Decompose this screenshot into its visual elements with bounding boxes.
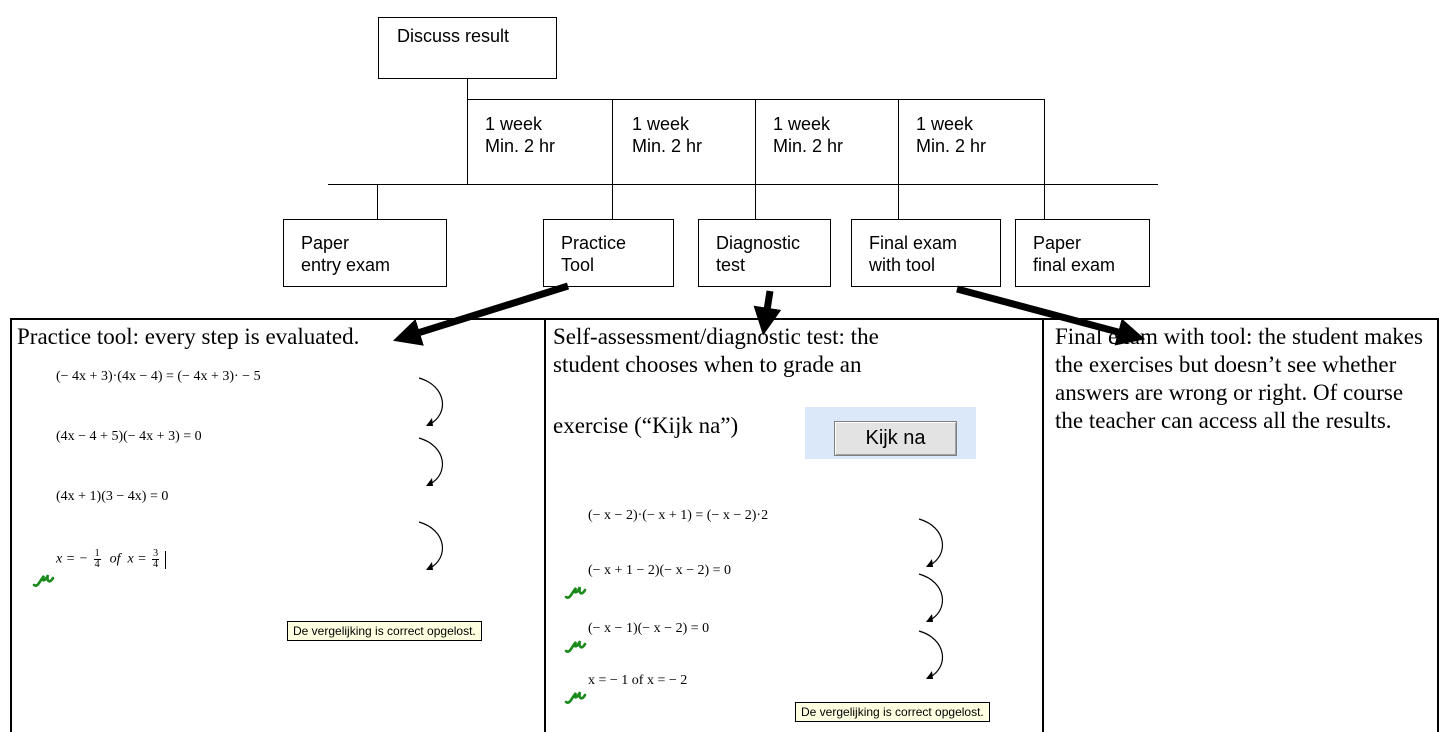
diagnostic-caption-line-3: exercise (“Kijk na”): [553, 413, 739, 438]
step-loop-icon: [418, 437, 444, 486]
discuss-result-box: Discuss result: [378, 17, 557, 79]
duration-divider: [612, 99, 613, 184]
connector-top-vertical: [467, 78, 468, 184]
stage-diagnostic-test: Diagnostic test: [698, 219, 831, 287]
practice-step-3: (4x + 1)(3 − 4x) = 0: [56, 489, 169, 504]
practice-panel: [10, 318, 545, 732]
stage-connector: [898, 185, 899, 219]
final-panel: [1042, 318, 1439, 732]
check-icon: [564, 586, 587, 599]
diagnostic-step-1: (− x − 2)·(− x + 1) = (− x − 2)·2: [588, 508, 769, 523]
duration-label: 1 week Min. 2 hr: [485, 114, 556, 156]
stage-connector: [1044, 185, 1045, 219]
check-icon: [564, 640, 587, 653]
diagnostic-feedback-tooltip: De vergelijking is correct opgelost.: [795, 702, 990, 722]
diagnostic-step-2: (− x + 1 − 2)(− x − 2) = 0: [588, 563, 732, 578]
stage-practice-tool: Practice Tool: [543, 219, 674, 287]
practice-step-1: (− 4x + 3)·(4x − 4) = (− 4x + 3)· − 5: [56, 369, 261, 384]
step-loop-icon: [918, 518, 944, 567]
kijk-na-button[interactable]: Kijk na: [834, 421, 957, 456]
diagnostic-step-3: (− x − 1)(− x − 2) = 0: [588, 621, 710, 636]
duration-label: 1 week Min. 2 hr: [916, 114, 987, 156]
final-caption: Final exam with tool: the student makes …: [1055, 324, 1423, 433]
check-icon: [32, 574, 55, 587]
step-loop-icon: [418, 377, 444, 426]
stage-final-exam-with-tool: Final exam with tool: [851, 219, 1001, 287]
practice-feedback-tooltip: De vergelijking is correct opgelost.: [287, 621, 482, 641]
step-loop-icon: [918, 573, 944, 622]
duration-divider: [898, 99, 899, 184]
stage-connector: [755, 185, 756, 219]
diagnostic-caption-line-1: Self-assessment/diagnostic test: the: [553, 324, 879, 349]
practice-step-2: (4x − 4 + 5)(− 4x + 3) = 0: [56, 429, 202, 444]
timeline-horizontal-line: [328, 184, 1158, 185]
diagnostic-panel: [544, 318, 1043, 732]
check-icon: [564, 691, 587, 704]
stage-connector: [612, 185, 613, 219]
practice-caption: Practice tool: every step is evaluated.: [17, 324, 360, 349]
duration-row-top-line: [467, 99, 1045, 100]
arrow-to-practice-panel: [392, 282, 570, 346]
arrow-to-diagnostic-panel: [753, 290, 782, 336]
duration-label: 1 week Min. 2 hr: [773, 114, 844, 156]
diagnostic-step-4: x = − 1 of x = − 2: [588, 673, 688, 688]
step-loop-icon: [418, 521, 444, 570]
stage-connector: [377, 185, 378, 219]
discuss-result-label: Discuss result: [397, 26, 510, 46]
step-loop-icon: [918, 630, 944, 679]
arrow-to-final-panel: [956, 285, 1146, 346]
duration-divider: [755, 99, 756, 184]
stage-paper-entry-exam: Paper entry exam: [283, 219, 447, 287]
duration-divider: [1044, 99, 1045, 184]
stage-paper-final-exam: Paper final exam: [1015, 219, 1150, 287]
duration-label: 1 week Min. 2 hr: [632, 114, 703, 156]
diagnostic-caption-line-2: student chooses when to grade an: [553, 352, 862, 377]
